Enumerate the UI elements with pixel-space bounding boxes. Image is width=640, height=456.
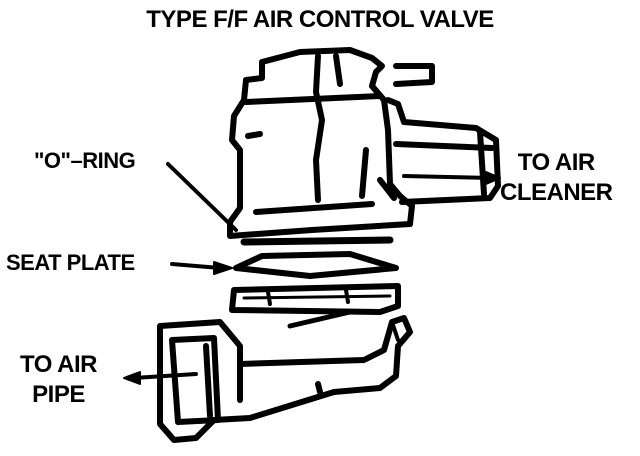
to-air-pipe-line1: TO AIR <box>20 351 98 378</box>
top-nozzle <box>393 63 435 87</box>
seat-plate-label: SEAT PLATE <box>6 250 135 275</box>
to-air-cleaner-line2: CLEANER <box>500 179 613 206</box>
to-air-cleaner-line1: TO AIR <box>517 149 596 176</box>
to-air-pipe-arrow <box>123 371 198 385</box>
internal-arrow <box>287 309 353 329</box>
valve-disc <box>229 283 401 315</box>
to-air-pipe-line2: PIPE <box>32 381 85 408</box>
to-air-pipe-label: TO AIR PIPE <box>20 350 98 410</box>
upper-housing <box>227 47 415 239</box>
o-ring-part <box>240 236 394 246</box>
o-ring-leader-line <box>166 162 238 232</box>
seat-plate-arrow <box>170 261 233 275</box>
to-air-cleaner-label: TO AIR CLEANER <box>500 148 613 208</box>
air-cleaner-outlet <box>377 97 501 205</box>
o-ring-label: "O"–RING <box>34 148 136 173</box>
seat-plate-part <box>233 251 399 279</box>
to-air-cleaner-arrow <box>402 171 501 185</box>
lower-housing <box>157 315 413 443</box>
diagram-title: TYPE F/F AIR CONTROL VALVE <box>146 6 494 33</box>
